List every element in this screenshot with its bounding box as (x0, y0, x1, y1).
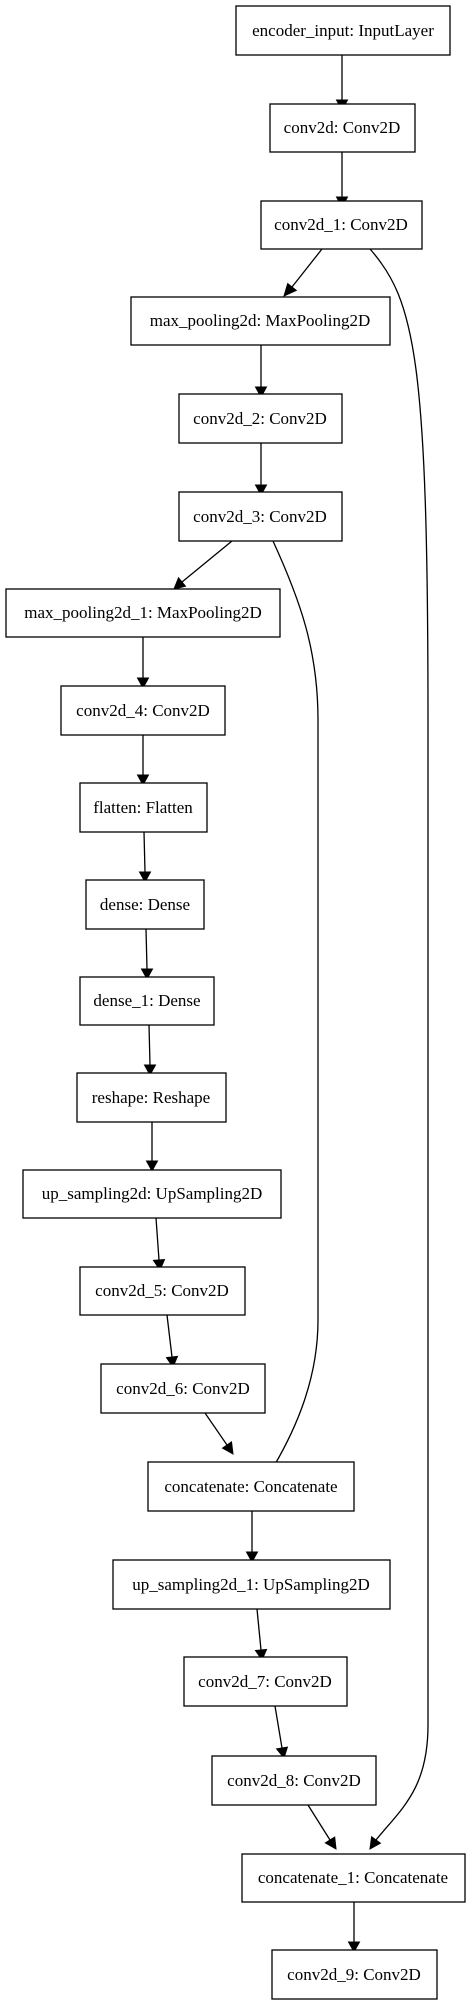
layer-node-label: dense: Dense (100, 895, 190, 914)
edge-n16-n17-arrowhead (254, 1648, 268, 1662)
layer-node-label: dense_1: Dense (93, 991, 200, 1010)
edge-n7-n8-arrowhead (136, 774, 150, 787)
edge-n11-n12-arrowhead (145, 1160, 159, 1173)
layer-node-label: up_sampling2d_1: UpSampling2D (132, 1575, 370, 1594)
layer-node-conv2d-3: conv2d_3: Conv2D (178, 491, 343, 542)
layer-node-label: conv2d_2: Conv2D (193, 409, 327, 428)
nodes-layer: encoder_input: InputLayer conv2d: Conv2D… (5, 5, 466, 2000)
layer-node-label: flatten: Flatten (93, 798, 193, 817)
layer-node-label: concatenate: Concatenate (164, 1477, 337, 1496)
layer-node-conv2d-8: conv2d_8: Conv2D (211, 1755, 377, 1806)
edge-n13-n14-arrowhead (165, 1355, 179, 1369)
edge-n8-n9 (143, 831, 146, 873)
layer-node-max-pooling2d-1: max_pooling2d_1: MaxPooling2D (5, 588, 281, 638)
layer-node-label: conv2d_5: Conv2D (95, 1281, 229, 1300)
edge-n5-n6-arrowhead (173, 576, 187, 590)
edge-n12-n13-arrowhead (152, 1259, 166, 1272)
edge-n3-n4-arrowhead (254, 386, 268, 399)
edge-n16-n17 (256, 1608, 262, 1651)
layer-node-up-sampling2d: up_sampling2d: UpSampling2D (22, 1169, 282, 1219)
layer-node-reshape: reshape: Reshape (76, 1072, 227, 1123)
layer-node-up-sampling2d-1: up_sampling2d_1: UpSampling2D (112, 1559, 391, 1610)
layer-node-label: max_pooling2d: MaxPooling2D (150, 311, 371, 330)
layer-node-label: conv2d_1: Conv2D (274, 215, 408, 234)
layer-node-label: up_sampling2d: UpSampling2D (42, 1184, 263, 1203)
layer-node-encoder-input: encoder_input: InputLayer (235, 5, 451, 56)
edge-n2-n3-arrowhead (283, 282, 298, 297)
layer-node-conv2d-2: conv2d_2: Conv2D (178, 393, 343, 444)
layer-node-conv2d-9: conv2d_9: Conv2D (271, 1949, 438, 2000)
layer-node-conv2d: conv2d: Conv2D (269, 103, 416, 153)
layer-node-label: reshape: Reshape (92, 1088, 210, 1107)
layer-node-conv2d-4: conv2d_4: Conv2D (60, 685, 226, 736)
edge-n17-n18 (274, 1705, 283, 1749)
edge-n6-n7-arrowhead (136, 677, 150, 690)
edge-n2-n3 (291, 248, 323, 288)
edge-n12-n13 (155, 1217, 160, 1261)
layer-node-conv2d-5: conv2d_5: Conv2D (79, 1266, 246, 1316)
layer-node-label: conv2d_9: Conv2D (287, 1965, 421, 1984)
layer-node-label: conv2d_8: Conv2D (227, 1771, 361, 1790)
layer-node-label: conv2d_7: Conv2D (198, 1672, 332, 1691)
layer-node-label: encoder_input: InputLayer (252, 21, 434, 40)
edge-n4-n5-arrowhead (254, 484, 268, 497)
edge-n15-n16-arrowhead (245, 1551, 259, 1564)
layer-node-dense-1: dense_1: Dense (79, 976, 215, 1026)
layer-node-label: conv2d_3: Conv2D (193, 507, 327, 526)
layer-node-conv2d-1: conv2d_1: Conv2D (260, 200, 423, 250)
layer-node-dense: dense: Dense (85, 879, 205, 930)
edge-n10-n11 (148, 1024, 151, 1066)
edge-n2-n19 (369, 248, 429, 1841)
layer-node-label: max_pooling2d_1: MaxPooling2D (24, 603, 262, 622)
edge-n10-n11-arrowhead (143, 1064, 157, 1077)
edge-n9-n10-arrowhead (140, 968, 154, 981)
edge-n14-n15 (204, 1412, 228, 1446)
layer-node-conv2d-7: conv2d_7: Conv2D (183, 1656, 348, 1707)
edge-n19-n20-arrowhead (347, 1941, 361, 1954)
edge-n5-n15 (272, 540, 319, 1467)
edge-n18-n19-arrowhead (324, 1836, 337, 1850)
edge-n8-n9-arrowhead (138, 871, 152, 884)
layer-node-flatten: flatten: Flatten (79, 782, 208, 833)
layer-node-label: conv2d_4: Conv2D (76, 701, 210, 720)
edge-n13-n14 (166, 1314, 173, 1358)
layer-node-conv2d-6: conv2d_6: Conv2D (100, 1363, 266, 1414)
edge-n17-n18-arrowhead (275, 1746, 289, 1760)
edge-n5-n6 (181, 540, 233, 583)
edge-n9-n10 (145, 928, 148, 970)
edge-n2-n19-arrowhead (369, 1835, 382, 1850)
layer-node-label: conv2d: Conv2D (284, 118, 401, 137)
layer-node-max-pooling2d: max_pooling2d: MaxPooling2D (130, 296, 391, 346)
edge-n18-n19 (307, 1804, 331, 1841)
edge-n14-n15-arrowhead (221, 1441, 234, 1455)
layer-node-label: concatenate_1: Concatenate (258, 1868, 448, 1887)
layer-node-concatenate: concatenate: Concatenate (147, 1461, 355, 1512)
layer-node-label: conv2d_6: Conv2D (116, 1379, 250, 1398)
layer-node-concatenate-1: concatenate_1: Concatenate (241, 1853, 466, 1903)
